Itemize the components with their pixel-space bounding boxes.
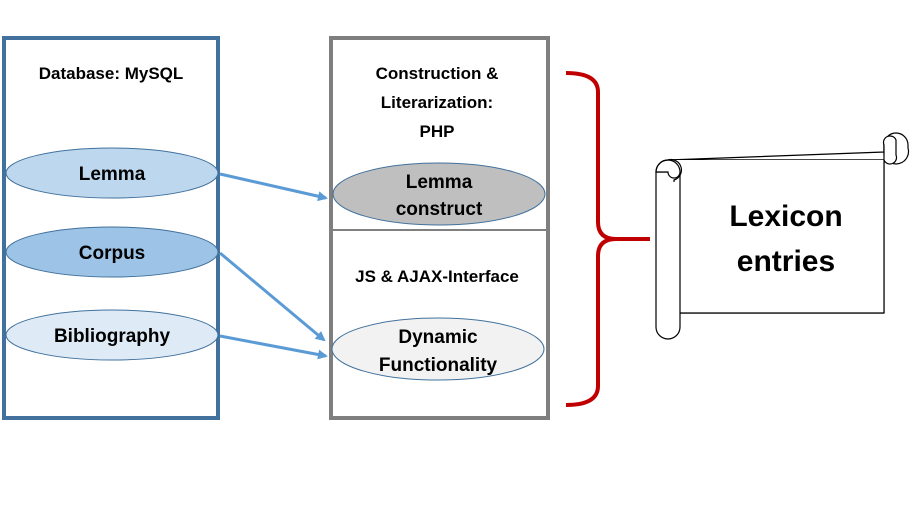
lemma-label: Lemma	[79, 164, 146, 185]
processing-title-line2: Literarization:	[381, 93, 493, 112]
corpus-node	[5, 226, 219, 278]
bibliography-label: Bibliography	[54, 326, 171, 347]
arrow-lemma-to-construct	[219, 172, 328, 202]
processing-title-line1: Construction &	[376, 64, 499, 83]
corpus-label: Corpus	[79, 243, 146, 264]
lemma-construct-line1: Lemma	[406, 172, 473, 193]
arrow-bibliography-to-dynamic	[219, 334, 328, 360]
database-title: Database: MySQL	[39, 64, 184, 83]
dynamic-line1: Dynamic	[398, 327, 478, 348]
scroll-shape	[655, 132, 910, 340]
curly-bracket	[565, 71, 650, 407]
lexicon-line2: entries	[737, 245, 835, 278]
processing-title-line3: PHP	[420, 122, 455, 141]
lemma-construct-node	[332, 162, 546, 226]
lemma-node	[5, 147, 219, 199]
dynamic-line2: Functionality	[379, 355, 498, 376]
dynamic-functionality-node	[331, 317, 545, 381]
processing-bottom-title: JS & AJAX-Interface	[355, 267, 519, 286]
lemma-construct-line2: construct	[396, 199, 483, 220]
arrow-corpus-to-dynamic	[219, 251, 326, 342]
bibliography-node	[5, 309, 219, 361]
lexicon-line1: Lexicon	[729, 200, 842, 233]
